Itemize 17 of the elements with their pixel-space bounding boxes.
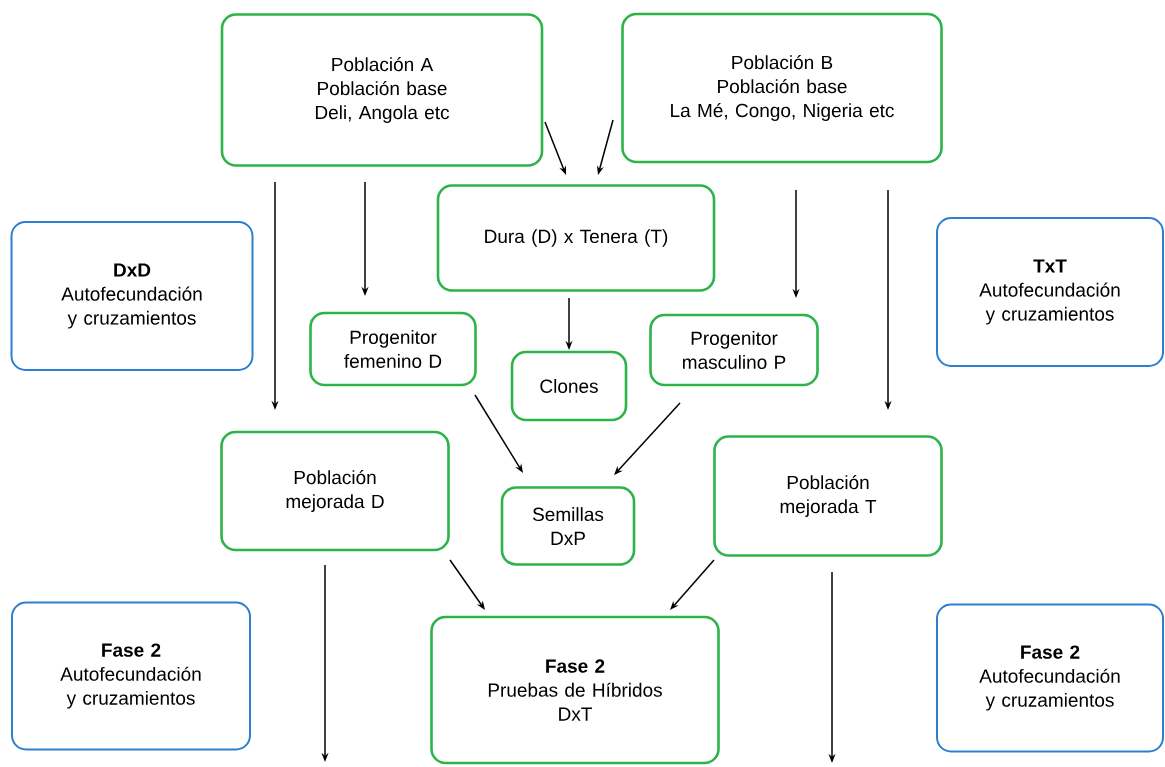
process-box: Semillas DxP (500, 486, 636, 566)
note-box: Fase 2 Autofecundación y cruzamientos (936, 603, 1164, 753)
process-box: Población mejorada T (713, 435, 943, 557)
process-box: Fase 2 Pruebas de Híbridos DxT (430, 615, 720, 765)
note-box: DxD Autofecundación y cruzamientos (10, 221, 254, 371)
note-box: Fase 2 Autofecundación y cruzamientos (11, 601, 251, 751)
process-box: Progenitor femenino D (309, 311, 477, 387)
process-box: Progenitor masculino P (649, 313, 819, 387)
process-box: Población mejorada D (220, 430, 450, 552)
arrow (449, 559, 485, 610)
process-box: Dura (D) x Tenera (T) (436, 184, 716, 292)
process-box: Población A Población base Deli, Angola etc (220, 13, 544, 167)
arrow (670, 559, 715, 610)
process-box: Población B Población base La Mé, Congo, Nigeria etc (621, 12, 943, 164)
arrow (614, 402, 681, 475)
note-box: TxT Autofecundación y cruzamientos (936, 217, 1164, 367)
process-box: Clones (510, 350, 628, 422)
